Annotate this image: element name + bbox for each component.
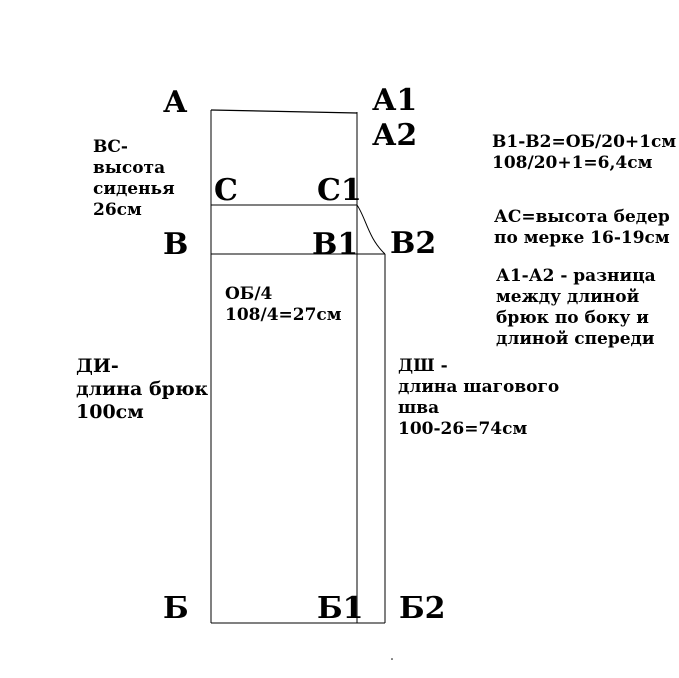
annotation-a1-a2-note: А1-А2 - разница между длиной брюк по бок…: [496, 266, 656, 349]
point-label-bottom1: Б1: [317, 591, 364, 626]
stray-dot: [391, 658, 393, 660]
annotation-inseam-length: ДШ - длина шагового шва 100-26=74см: [398, 356, 560, 439]
curve-crotch-c1-b2: [356, 204, 386, 255]
annotation-ob4-formula: ОБ/4 108/4=27см: [225, 284, 342, 325]
line-waist-a-a1: [210, 109, 358, 114]
point-label-a2: А2: [372, 118, 418, 153]
annotation-seat-height: ВС- высота сиденья 26см: [93, 137, 175, 220]
point-label-bottom: Б: [163, 591, 189, 626]
point-label-bottom2: Б2: [399, 591, 446, 626]
annotation-b1-b2-formula: В1-В2=ОБ/20+1см 108/20+1=6,4см: [492, 132, 677, 173]
point-label-b2: В2: [390, 226, 437, 261]
point-label-a1: А1: [372, 83, 418, 118]
point-label-b1: В1: [312, 227, 359, 262]
point-label-c: С: [214, 173, 238, 208]
annotation-trouser-length: ДИ- длина брюк 100см: [76, 355, 209, 423]
point-label-a: А: [163, 85, 188, 120]
point-label-c1: С1: [317, 173, 362, 208]
annotation-hip-height: АС=высота бедер по мерке 16-19см: [494, 207, 670, 248]
point-label-b: В: [163, 227, 189, 262]
